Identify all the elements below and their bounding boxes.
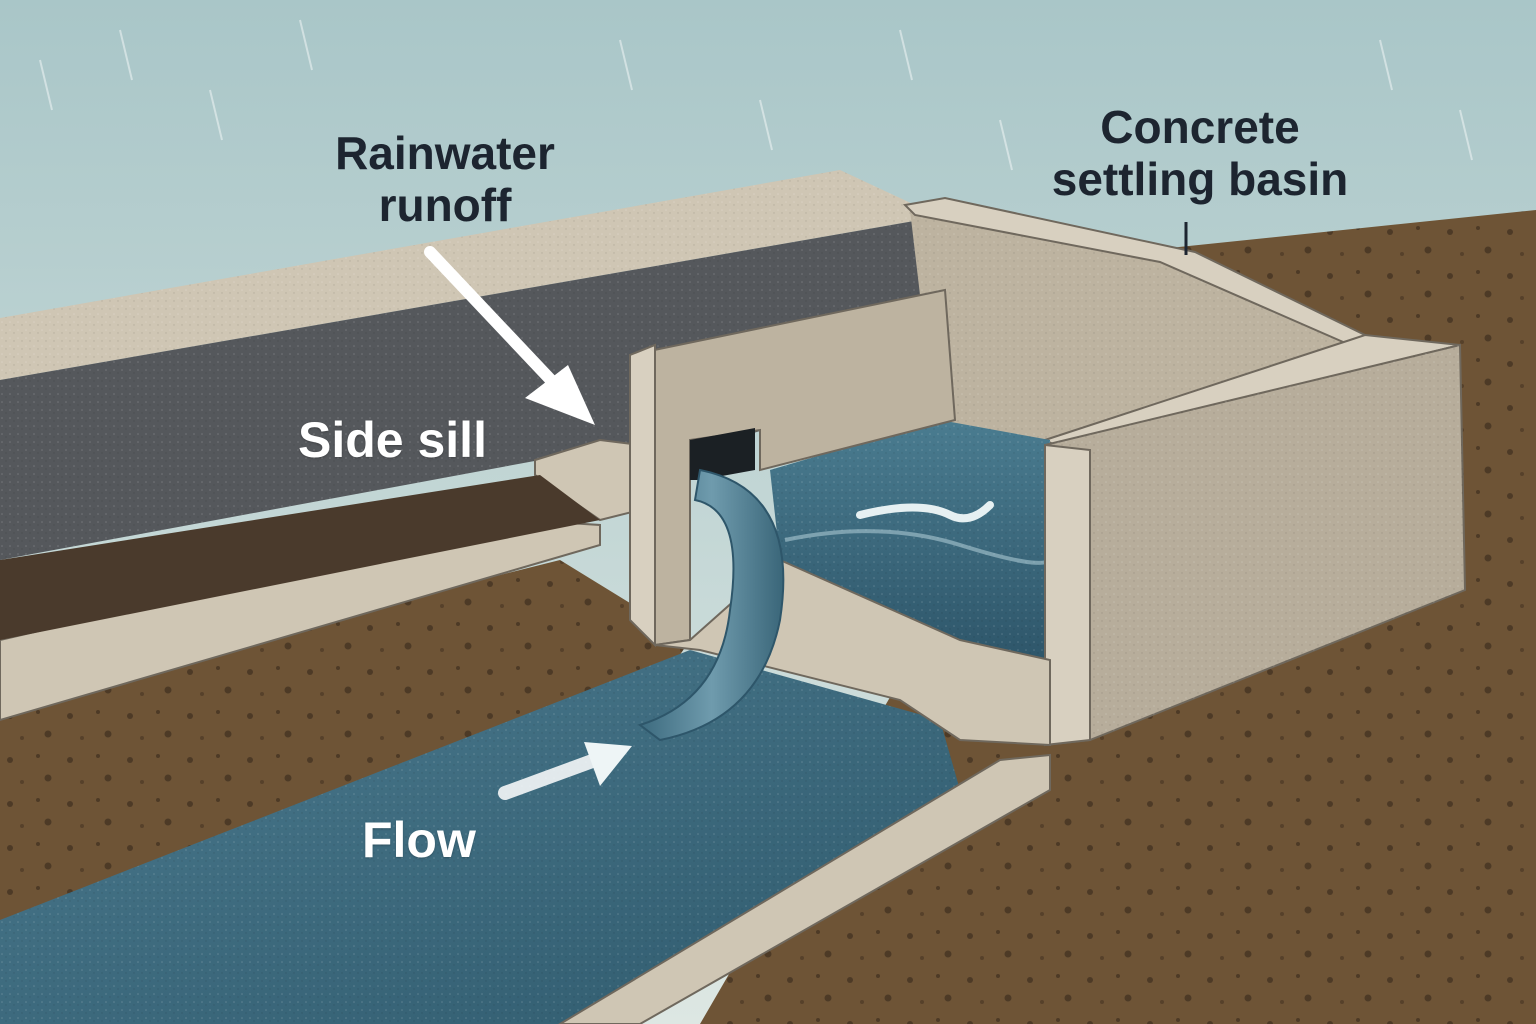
overflow-jet (637, 468, 785, 742)
concrete-settling-basin-label-line1: Concrete (1100, 101, 1300, 153)
side-sill-label: Side sill (298, 412, 487, 468)
side-sill-opening (690, 428, 755, 480)
rainwater-runoff-label-line1: Rainwater (335, 127, 555, 179)
concrete-settling-basin-label: Concrete settling basin (1020, 101, 1380, 205)
flow-arrow (498, 742, 632, 800)
flow-label: Flow (362, 812, 476, 868)
channel-near-wall (558, 753, 1051, 1024)
concrete-settling-basin-label-line2: settling basin (1051, 152, 1349, 205)
rainwater-runoff-label-line2: runoff (378, 178, 512, 231)
runoff-arrow (424, 246, 595, 425)
rainwater-runoff-label: Rainwater runoff (310, 127, 580, 231)
